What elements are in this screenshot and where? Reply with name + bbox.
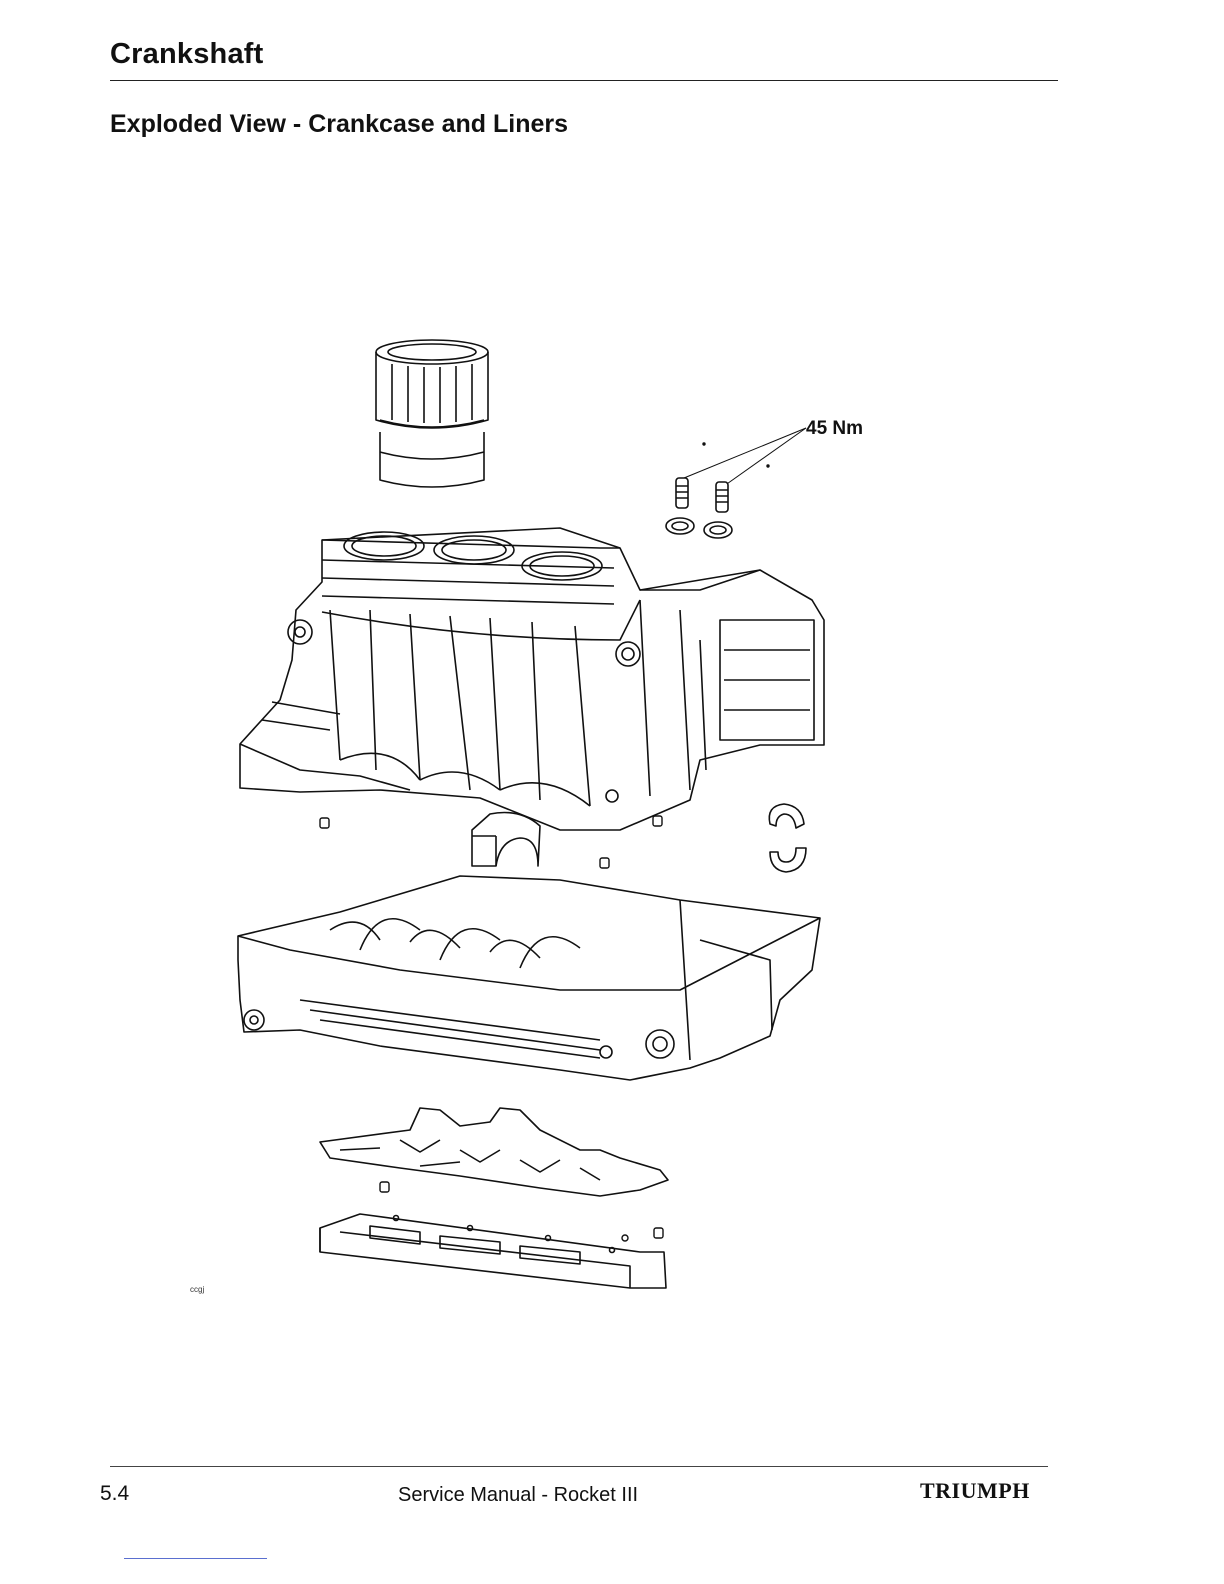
lower-crankcase: [238, 876, 820, 1080]
upper-crankcase: [240, 528, 824, 830]
footer-divider: [110, 1466, 1048, 1467]
cylinder-liner: [376, 340, 488, 487]
sump-frame: [320, 1214, 666, 1288]
footer-title: Service Manual - Rocket III: [398, 1484, 638, 1507]
page-number: 5.4: [100, 1482, 129, 1506]
logo-wordmark: TRIUMPH: [920, 1478, 1046, 1504]
oil-jet-studs: [666, 478, 732, 538]
baffle-plate: [320, 1108, 668, 1196]
bottom-link-underline: [124, 1558, 267, 1559]
main-bearing-shell: [472, 813, 540, 867]
torque-spec-label: 45 Nm: [806, 418, 863, 440]
torque-leader-lines: [684, 428, 806, 486]
thrust-washers: [769, 804, 806, 872]
triumph-logo: TRIUMPH: [920, 1478, 1046, 1522]
figure-code: ccgj: [190, 1285, 204, 1294]
